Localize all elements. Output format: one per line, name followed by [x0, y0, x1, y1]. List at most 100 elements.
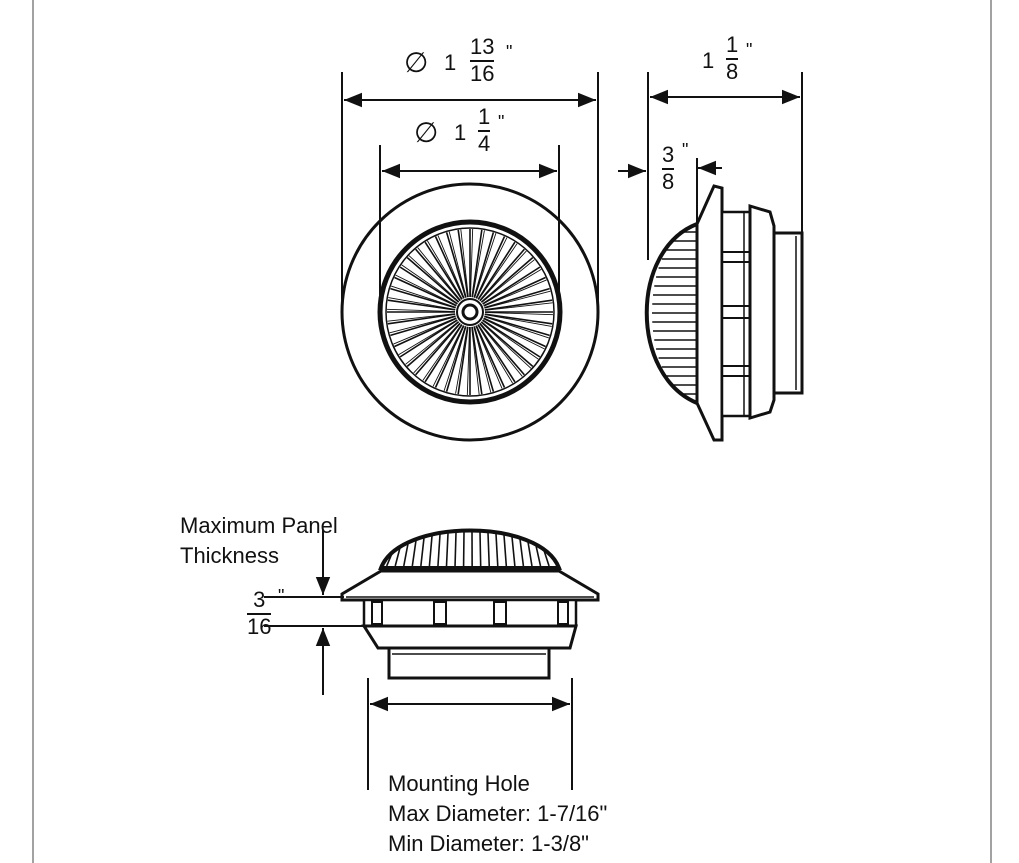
rib-line	[457, 229, 469, 298]
lens-inner-ring	[385, 227, 555, 397]
rib-line	[511, 536, 516, 567]
rib-line	[390, 315, 456, 337]
rib-line	[445, 533, 449, 567]
lens-circle	[377, 219, 563, 405]
rib-line	[420, 537, 425, 567]
rib-line	[387, 299, 456, 311]
rib-line	[437, 235, 465, 299]
rib-line	[399, 266, 458, 305]
rib-line	[472, 230, 485, 298]
side-flange	[695, 184, 724, 442]
rib-line	[387, 313, 456, 325]
diameter-symbol: ∅	[404, 47, 429, 78]
rib-line	[495, 533, 499, 567]
rib-line	[473, 232, 495, 298]
rib-line	[422, 324, 462, 381]
rib-line	[406, 321, 460, 367]
fraction: 3 16	[247, 587, 272, 639]
fraction: 1 4	[478, 104, 491, 156]
rib-line	[415, 248, 461, 302]
bottom-ring	[361, 624, 578, 650]
rib-line	[424, 324, 463, 383]
bottom-flange	[340, 569, 600, 602]
rib-line	[470, 229, 474, 298]
rib-line	[484, 287, 550, 309]
rib-line	[475, 325, 503, 389]
rib-line	[401, 264, 458, 304]
rib-line	[427, 240, 463, 300]
rib-line	[479, 322, 525, 376]
rib-line	[389, 315, 456, 334]
rib-line	[484, 290, 551, 309]
rib-line	[482, 319, 541, 358]
rib-line	[487, 532, 491, 567]
label-panel-line1: Maximum Panel	[180, 513, 338, 538]
rib-line	[387, 308, 456, 312]
bottom-dome-ribs	[385, 532, 559, 567]
rib-line	[479, 323, 523, 377]
rib-line	[475, 236, 506, 299]
label-mounting-line2: Max Diameter: 1-7/16"	[388, 801, 608, 826]
rib-line	[388, 297, 456, 310]
rib-line	[543, 550, 550, 567]
fraction: 1 8	[726, 32, 739, 84]
rib-line	[484, 316, 549, 339]
rib-line	[519, 538, 525, 567]
rib-line	[432, 325, 464, 387]
bottom-view	[264, 528, 600, 790]
rib-line	[535, 545, 542, 567]
rib-line	[445, 232, 467, 298]
rib-line	[398, 319, 458, 355]
rib-line	[503, 535, 508, 567]
rib-line	[471, 326, 483, 395]
rib-line	[399, 319, 458, 358]
rib-line	[445, 326, 467, 392]
rib-line	[483, 279, 547, 307]
rib-line	[394, 276, 457, 307]
label-mounting-line3: Min Diameter: 1-3/8"	[388, 831, 589, 856]
rib-line	[480, 257, 534, 303]
rib-line	[482, 320, 539, 360]
rib-line	[415, 322, 461, 376]
side-body	[720, 210, 752, 418]
rib-line	[474, 233, 497, 298]
rib-line	[394, 317, 457, 348]
rib-line	[466, 326, 470, 395]
rib-line	[527, 541, 533, 567]
rib-line	[483, 317, 546, 348]
rib-line	[394, 547, 401, 567]
rib-line	[473, 326, 492, 393]
rib-line	[484, 302, 553, 311]
rib-line	[428, 535, 433, 567]
label-mounting-line1: Mounting Hole	[388, 771, 530, 796]
rib-line	[478, 243, 518, 300]
rib-line	[455, 326, 468, 394]
rib-line	[454, 532, 457, 567]
fraction: 13 16	[470, 34, 495, 86]
rib-line	[385, 553, 393, 567]
front-view	[340, 72, 600, 442]
rib-line	[471, 326, 480, 395]
rib-line	[479, 248, 525, 302]
rib-line	[473, 326, 495, 392]
bottom-body	[362, 598, 578, 628]
rib-line	[480, 321, 532, 369]
rib-line	[482, 269, 542, 305]
rib-line	[479, 532, 482, 567]
bezel-outer-circle	[340, 182, 600, 442]
rib-line	[482, 266, 541, 305]
diameter-symbol: ∅	[414, 117, 439, 148]
rib-line	[443, 326, 466, 391]
rib-line	[477, 324, 516, 383]
rib-line	[434, 325, 465, 388]
rib-line	[551, 557, 559, 567]
rib-line	[484, 315, 550, 337]
rib-line	[393, 317, 457, 345]
rib-line	[480, 321, 534, 367]
rib-line	[391, 285, 456, 308]
rib-line	[481, 259, 535, 303]
rib-line	[448, 231, 467, 298]
rib-line	[408, 255, 460, 303]
lens-center-dot	[461, 303, 479, 321]
